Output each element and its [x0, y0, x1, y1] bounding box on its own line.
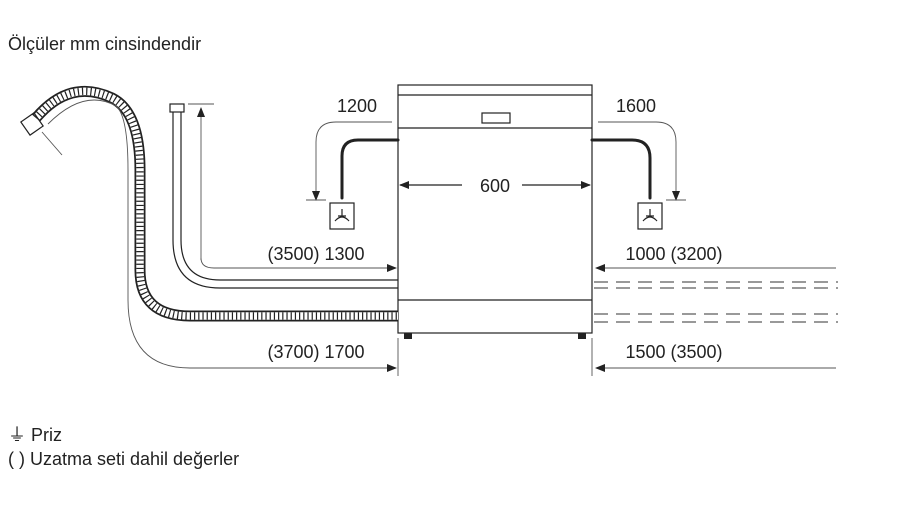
inlet-connector [169, 103, 185, 113]
drain-hose-end [20, 112, 44, 136]
dishwasher-body [397, 84, 593, 339]
left-power-cable: 1200 [306, 96, 400, 230]
right-drain-routing: 1500 (3500) [594, 313, 838, 372]
page-title: Ölçüler mm cinsindendir [8, 34, 202, 54]
legend-extension: ( ) Uzatma seti dahil değerler [8, 449, 240, 469]
left-cable-label: 1200 [337, 96, 377, 116]
control-panel-display [481, 112, 511, 124]
socket-legend-label: Priz [31, 425, 63, 445]
right-cable-label: 1600 [616, 96, 656, 116]
legend-socket: ⏚ Priz [8, 424, 62, 446]
left-foot [404, 333, 412, 339]
drain-left-label: (3700) 1700 [267, 342, 364, 362]
socket-icon: ⏚ [8, 425, 26, 445]
right-power-cable: 1600 [590, 96, 686, 230]
right-socket-icon [637, 202, 663, 230]
water-inlet-hose: (3500) 1300 [169, 103, 398, 289]
drain-hose: (3700) 1700 [20, 85, 398, 372]
inlet-right-label: 1000 (3200) [625, 244, 722, 264]
width-label: 600 [480, 176, 510, 196]
drain-right-label: 1500 (3500) [625, 342, 722, 362]
left-socket-icon [329, 202, 355, 230]
right-foot [578, 333, 586, 339]
inlet-left-label: (3500) 1300 [267, 244, 364, 264]
width-dimension: 600 [399, 176, 591, 196]
right-inlet-routing: 1000 (3200) [594, 244, 838, 289]
